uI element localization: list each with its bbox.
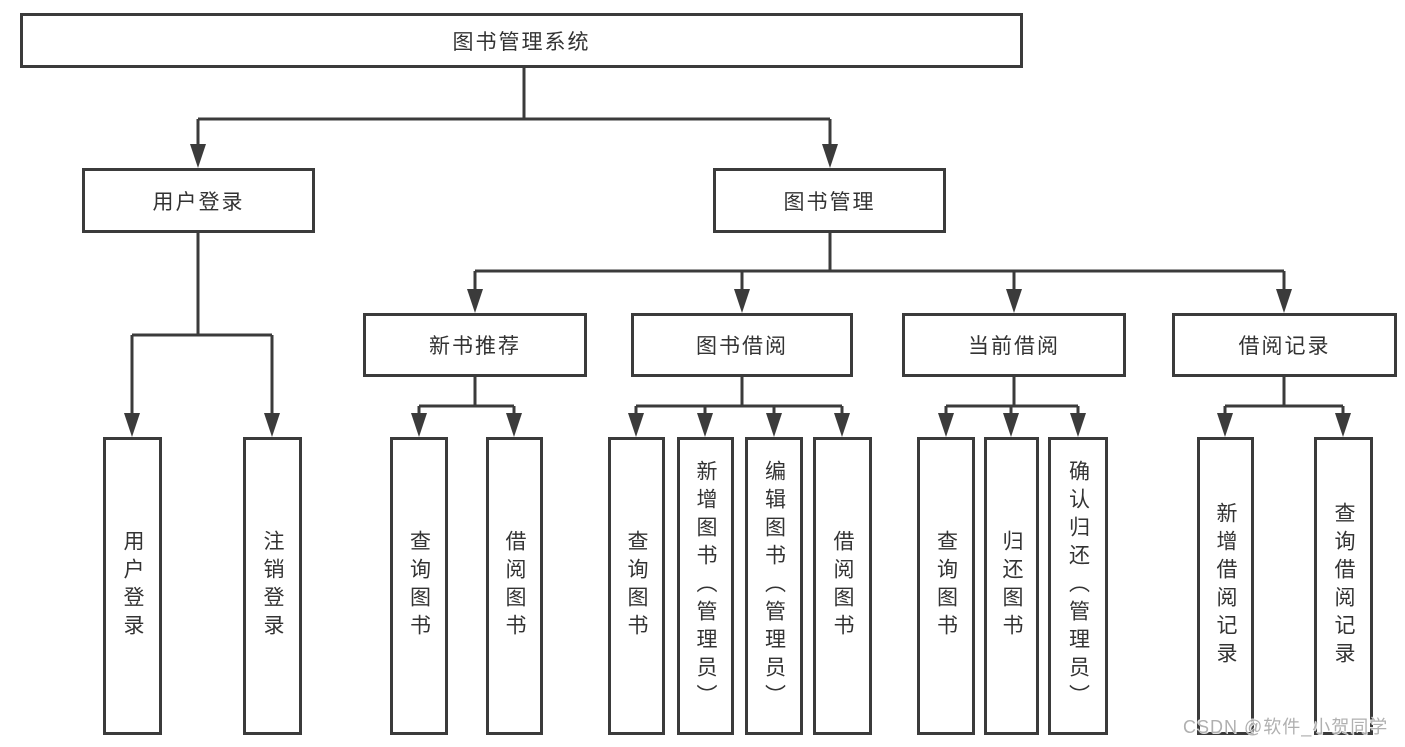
node-leaf-confirm-return-admin-label: 确认归还（管理员） [1066, 460, 1090, 712]
node-leaf-edit-book-admin: 编辑图书（管理员） [745, 437, 803, 735]
node-book-management-label: 图书管理 [783, 190, 876, 214]
node-leaf-query-book-borrow: 查询图书 [608, 437, 665, 735]
node-leaf-add-book-admin-label: 新增图书（管理员） [694, 460, 717, 712]
node-book-management: 图书管理 [713, 168, 946, 233]
node-leaf-return-book-label: 归还图书 [1000, 530, 1023, 642]
node-leaf-return-book: 归还图书 [984, 437, 1039, 735]
node-leaf-logout: 注销登录 [243, 437, 302, 735]
node-leaf-add-borrow-record: 新增借阅记录 [1197, 437, 1254, 735]
node-leaf-user-login-label: 用户登录 [121, 530, 144, 642]
node-book-borrow-label: 图书借阅 [696, 335, 788, 358]
node-user-login: 用户登录 [82, 168, 315, 233]
node-leaf-confirm-return-admin: 确认归还（管理员） [1048, 437, 1108, 735]
node-leaf-borrow-book-label: 借阅图书 [831, 530, 854, 642]
node-system-root-label: 图书管理系统 [452, 30, 591, 54]
node-leaf-borrow-book-recommend-label: 借阅图书 [503, 530, 526, 642]
node-system-root: 图书管理系统 [20, 13, 1023, 68]
node-leaf-user-login: 用户登录 [103, 437, 162, 735]
node-leaf-query-borrow-record: 查询借阅记录 [1314, 437, 1373, 735]
node-leaf-borrow-book: 借阅图书 [813, 437, 872, 735]
node-leaf-borrow-book-recommend: 借阅图书 [486, 437, 543, 735]
node-new-book-recommend: 新书推荐 [363, 313, 587, 377]
node-new-book-recommend-label: 新书推荐 [429, 335, 521, 358]
node-current-borrow: 当前借阅 [902, 313, 1126, 377]
node-leaf-query-borrow-record-label: 查询借阅记录 [1332, 502, 1355, 670]
node-leaf-edit-book-admin-label: 编辑图书（管理员） [762, 460, 786, 712]
node-leaf-query-book-borrow-label: 查询图书 [625, 530, 648, 642]
node-current-borrow-label: 当前借阅 [968, 335, 1060, 358]
csdn-watermark: CSDN @软件_小贺同学 [1183, 717, 1389, 737]
node-leaf-add-book-admin: 新增图书（管理员） [677, 437, 734, 735]
node-leaf-query-book-recommend: 查询图书 [390, 437, 448, 735]
node-leaf-query-book-current-label: 查询图书 [934, 530, 958, 642]
node-user-login-label: 用户登录 [152, 190, 245, 214]
node-leaf-query-book-recommend-label: 查询图书 [407, 530, 431, 642]
node-leaf-logout-label: 注销登录 [261, 530, 284, 642]
node-leaf-add-borrow-record-label: 新增借阅记录 [1214, 502, 1237, 670]
node-leaf-query-book-current: 查询图书 [917, 437, 975, 735]
node-book-borrow: 图书借阅 [631, 313, 853, 377]
node-borrow-records-label: 借阅记录 [1238, 335, 1331, 358]
node-borrow-records: 借阅记录 [1172, 313, 1397, 377]
